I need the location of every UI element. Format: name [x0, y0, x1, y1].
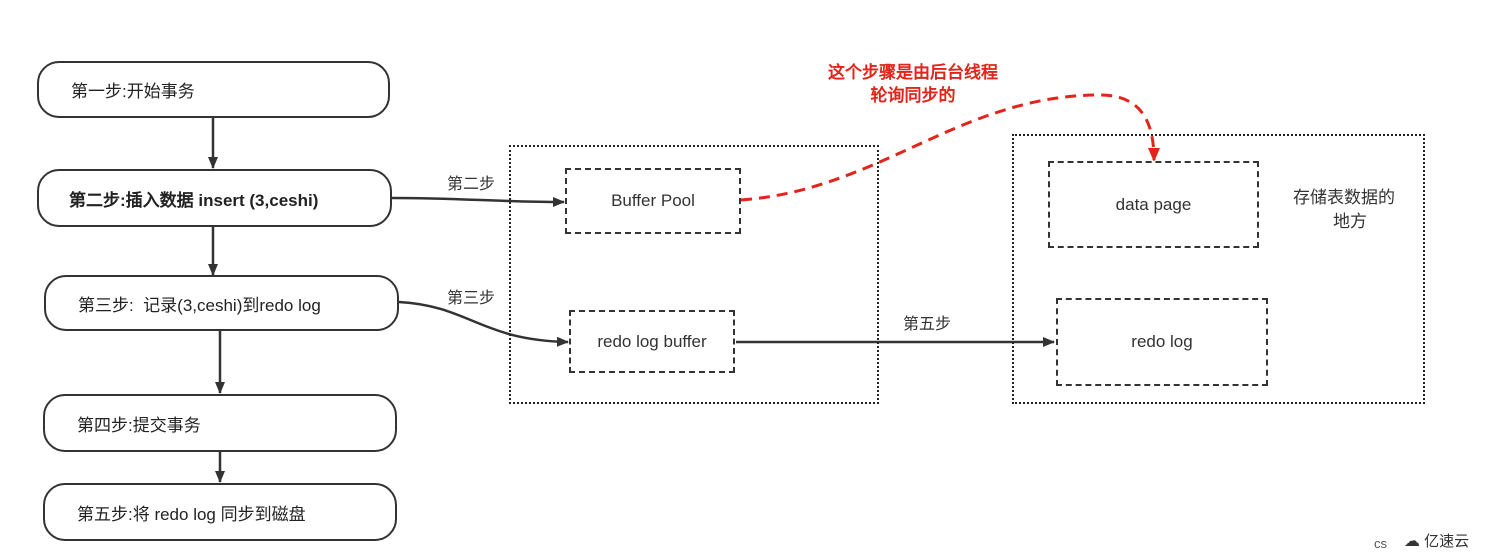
red-sync-curve — [740, 93, 1160, 202]
redo-log-box: redo log — [1056, 298, 1268, 386]
cloud-icon: ☁ — [1404, 533, 1420, 550]
step-3-record-redo-log: 第三步: 记录(3,ceshi)到redo log — [44, 275, 399, 331]
step-5-sync-redo-log-to-disk: 第五步:将 redo log 同步到磁盘 — [43, 483, 397, 541]
disk-description-line2: 地方 — [1333, 212, 1367, 231]
disk-description: 存储表数据的 地方 — [1293, 186, 1395, 234]
step-2-insert-data: 第二步:插入数据 insert (3,ceshi) — [37, 169, 392, 227]
disk-description-line1: 存储表数据的 — [1293, 188, 1395, 207]
memory-region — [509, 145, 879, 404]
data-page-label: data page — [1115, 194, 1192, 214]
watermark-left: cs — [1374, 536, 1387, 551]
redo-log-buffer-label: redo log buffer — [597, 331, 707, 351]
step-2-label: 第二步:插入数据 insert (3,ceshi) — [69, 190, 319, 210]
data-page-box: data page — [1048, 161, 1259, 248]
step-3-label: 第三步: 记录(3,ceshi)到redo log — [78, 295, 321, 315]
step-4-label: 第四步:提交事务 — [77, 415, 201, 435]
background-sync-note: 这个步骤是由后台线程 轮询同步的 — [808, 61, 1018, 107]
edge-label-step5: 第五步 — [903, 316, 952, 333]
note-line2: 轮询同步的 — [870, 86, 956, 105]
step-1-label: 第一步:开始事务 — [71, 82, 195, 101]
edge-label-step2: 第二步 — [447, 176, 496, 193]
buffer-pool-box: Buffer Pool — [565, 168, 741, 234]
arrow-step3-to-redo-log-buffer — [398, 300, 569, 347]
step-5-label: 第五步:将 redo log 同步到磁盘 — [77, 504, 306, 524]
buffer-pool-label: Buffer Pool — [611, 191, 695, 210]
step-4-commit-transaction: 第四步:提交事务 — [43, 394, 397, 452]
edge-label-step3: 第三步 — [447, 290, 496, 307]
note-line1: 这个步骤是由后台线程 — [828, 63, 998, 82]
watermark-logo: ☁ 亿速云 — [1404, 530, 1469, 551]
arrow-step2-to-buffer-pool — [391, 196, 565, 207]
redo-log-buffer-box: redo log buffer — [569, 310, 735, 373]
watermark-right: 亿速云 — [1424, 533, 1470, 550]
redo-log-label: redo log — [1131, 332, 1193, 351]
disk-region — [1012, 134, 1425, 404]
step-1-start-transaction: 第一步:开始事务 — [37, 61, 390, 118]
